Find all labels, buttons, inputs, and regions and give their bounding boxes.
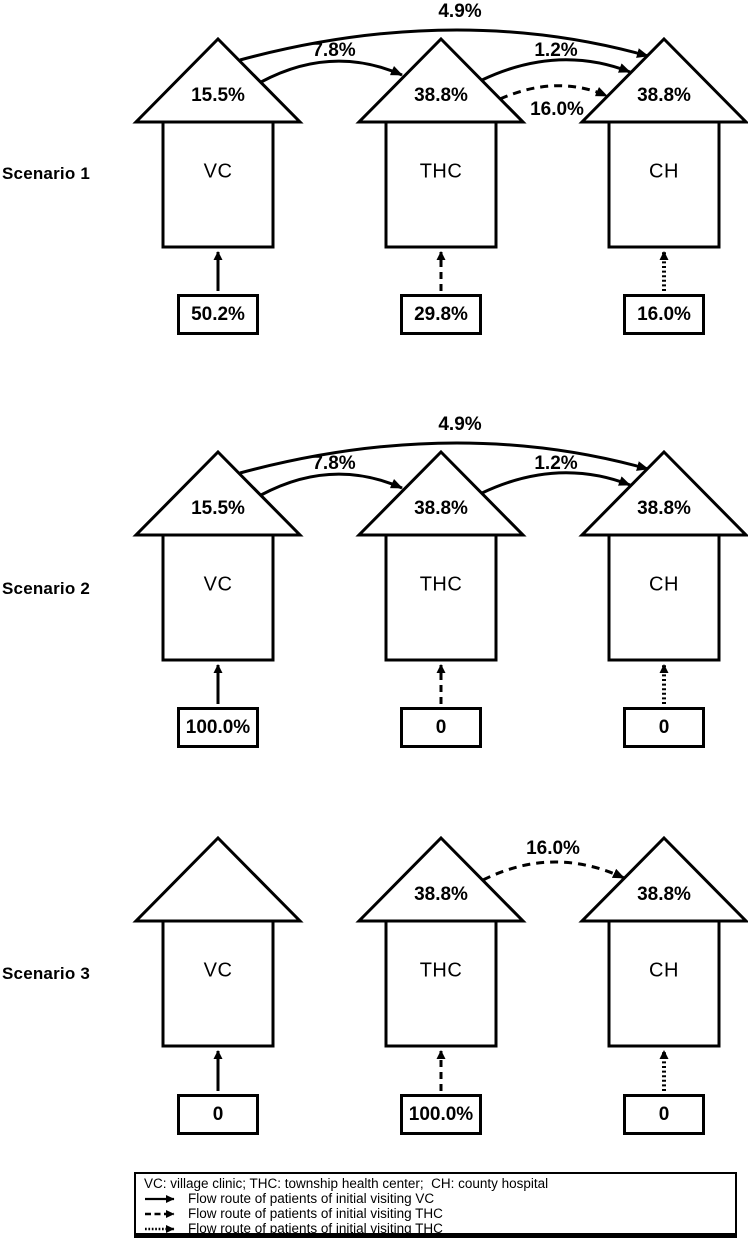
initial-box-vc-s1: 50.2% <box>177 294 259 335</box>
legend-item-solid: Flow route of patients of initial visiti… <box>144 1191 725 1206</box>
flow-pct-vc-ch-s2: 4.9% <box>438 414 482 435</box>
flow-arc-vc-thc-s2 <box>260 472 403 497</box>
flow-arc-thc-ch-dashed-s1 <box>499 84 608 101</box>
house-body-ch-s2 <box>607 533 721 662</box>
legend-box: VC: village clinic; THC: township health… <box>134 1172 737 1238</box>
legend-item-dotted: Flow route of patients of initial visiti… <box>144 1221 725 1236</box>
roof-pct-ch-s1: 38.8% <box>637 85 691 106</box>
flow-pct-thc-ch-s2: 1.2% <box>534 453 578 474</box>
house-body-vc-s1 <box>161 120 275 249</box>
house-roof-ch-s2 <box>578 449 748 537</box>
roof-pct-vc-s1: 15.5% <box>191 85 245 106</box>
house-roof-vc-s3 <box>132 835 304 923</box>
flow-arc-thc-ch-s1 <box>481 58 631 82</box>
house-name-thc-s2: THC <box>419 573 463 596</box>
initial-pct-vc-s3: 0 <box>212 1103 224 1125</box>
initial-pct-vc-s2: 100.0% <box>185 716 251 738</box>
house-name-ch-s3: CH <box>649 959 679 982</box>
house-name-vc-s2: VC <box>203 573 233 596</box>
house-roof-ch-s3 <box>578 835 748 923</box>
legend-item-dotted-text: Flow route of patients of initial visiti… <box>188 1221 443 1236</box>
flow-pct-thc-ch-dashed-s3: 16.0% <box>526 838 580 859</box>
initial-box-ch-s2: 0 <box>623 707 705 748</box>
house-roof-thc-s1 <box>355 36 527 124</box>
initial-pct-ch-s3: 0 <box>658 1103 670 1125</box>
initial-box-vc-s3: 0 <box>177 1094 259 1135</box>
house-body-ch-s3 <box>607 919 721 1048</box>
roof-pct-ch-s3: 38.8% <box>637 884 691 905</box>
legend-item-solid-text: Flow route of patients of initial visiti… <box>188 1191 435 1206</box>
legend-item-dashed: Flow route of patients of initial visiti… <box>144 1206 725 1221</box>
flow-pct-vc-ch-s1: 4.9% <box>438 1 482 22</box>
initial-pct-thc-s3: 100.0% <box>408 1103 474 1125</box>
house-body-thc-s3 <box>384 919 498 1048</box>
house-name-ch-s1: CH <box>649 160 679 183</box>
house-body-vc-s3 <box>161 919 275 1048</box>
house-name-vc-s1: VC <box>203 160 233 183</box>
dotted-arrow-icon <box>145 1224 175 1233</box>
flow-arc-thc-ch-s2 <box>481 471 631 495</box>
flow-arc-vc-ch-s1 <box>239 28 649 62</box>
initial-pct-ch-s1: 16.0% <box>637 303 691 325</box>
house-name-ch-s2: CH <box>649 573 679 596</box>
house-roof-vc-s1 <box>132 36 304 124</box>
house-roof-ch-s1 <box>578 36 748 124</box>
initial-box-ch-s3: 0 <box>623 1094 705 1135</box>
house-body-ch-s1 <box>607 120 721 249</box>
solid-arrow-icon <box>145 1194 175 1203</box>
flow-arc-vc-ch-s2 <box>239 441 649 475</box>
dashed-arrow-icon <box>145 1209 175 1218</box>
initial-box-thc-s2: 0 <box>400 707 482 748</box>
house-name-thc-s1: THC <box>419 160 463 183</box>
house-body-thc-s2 <box>384 533 498 662</box>
flow-arc-thc-ch-dashed-s3 <box>482 860 625 882</box>
initial-box-ch-s1: 16.0% <box>623 294 705 335</box>
roof-pct-thc-s2: 38.8% <box>414 498 468 519</box>
roof-pct-vc-s2: 15.5% <box>191 498 245 519</box>
initial-box-thc-s1: 29.8% <box>400 294 482 335</box>
roof-pct-ch-s2: 38.8% <box>637 498 691 519</box>
house-body-thc-s1 <box>384 120 498 249</box>
initial-pct-ch-s2: 0 <box>658 716 670 738</box>
scenario-2-label: Scenario 2 <box>2 579 90 598</box>
legend-item-dashed-text: Flow route of patients of initial visiti… <box>188 1206 443 1221</box>
initial-pct-thc-s1: 29.8% <box>414 303 468 325</box>
house-roof-thc-s2 <box>355 449 527 537</box>
house-name-thc-s3: THC <box>419 959 463 982</box>
flow-pct-thc-ch-s1: 1.2% <box>534 40 578 61</box>
roof-pct-thc-s3: 38.8% <box>414 884 468 905</box>
house-roof-vc-s2 <box>132 449 304 537</box>
flow-arc-vc-thc-s1 <box>260 59 403 84</box>
initial-box-thc-s3: 100.0% <box>400 1094 482 1135</box>
scenario-3-label: Scenario 3 <box>2 964 90 983</box>
flow-pct-vc-thc-s2: 7.8% <box>312 453 356 474</box>
house-body-vc-s2 <box>161 533 275 662</box>
flow-pct-thc-ch-dashed-s1: 16.0% <box>530 99 584 120</box>
house-name-vc-s3: VC <box>203 959 233 982</box>
legend-abbreviations: VC: village clinic; THC: township health… <box>144 1176 549 1191</box>
roof-pct-thc-s1: 38.8% <box>414 85 468 106</box>
house-roof-thc-s3 <box>355 835 527 923</box>
initial-box-vc-s2: 100.0% <box>177 707 259 748</box>
scenario-1-label: Scenario 1 <box>2 164 90 183</box>
initial-pct-thc-s2: 0 <box>435 716 447 738</box>
flow-pct-vc-thc-s1: 7.8% <box>312 40 356 61</box>
initial-pct-vc-s1: 50.2% <box>191 303 245 325</box>
